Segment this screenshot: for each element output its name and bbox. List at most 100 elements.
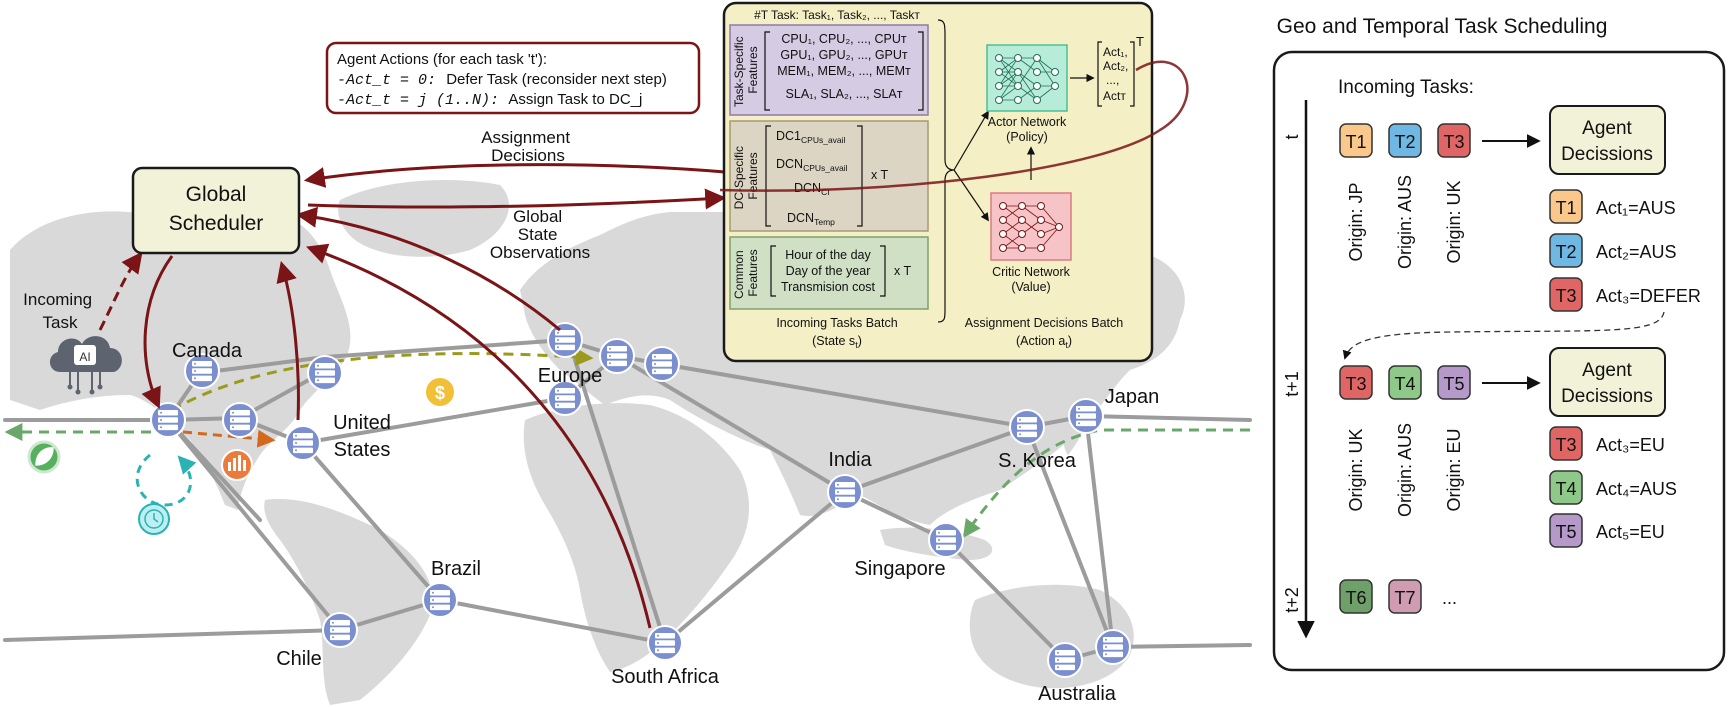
global-scheduler-box: Global Scheduler [131,166,301,255]
critic-network-label: Critic Network [992,265,1071,279]
datacenter-us-1 [222,402,258,438]
common-features-box [729,236,929,310]
datacenter-chile [322,612,358,648]
more-tasks-ellipsis: ... [1442,588,1457,608]
origin-t1: Origin: JP [1346,182,1366,261]
label-canada: Canada [172,340,243,362]
state-observations-arrow [307,188,727,210]
agent-decisions-box-2-line2: Decissions [1561,386,1653,407]
act-vector-1: Act₁, [1103,45,1128,59]
datacenter-brazil [422,582,458,618]
ai-icon-text: AI [79,350,90,364]
time-t2-label: t+2 [1282,587,1302,613]
scheduling-title: Geo and Temporal Task Scheduling [1277,15,1608,38]
global-scheduler-line1: Global [186,183,247,206]
datacenter-japan [1068,398,1104,434]
act-vector-dots: ..., [1106,73,1119,87]
australia-landmass [969,584,1134,689]
dollar-cost-icon: $ [424,376,456,408]
agent-decisions-box-1-line2: Decissions [1561,144,1653,165]
task-row-gpu: GPU₁, GPU₂, ..., GPUᴛ [780,48,908,62]
task-specific-side-label: Task-Specific Features [732,33,760,107]
svg-text:T2: T2 [1555,242,1576,262]
label-south-africa: South Africa [611,666,720,688]
task-chip-t5: T5 [1443,374,1464,394]
dc-row-2: DCNCPUs_avail [776,157,848,173]
migration-flow-olive [171,348,594,412]
datacenter-australia-2 [1095,629,1131,665]
task-row-sla: SLA₁, SLA₂, ..., SLAᴛ [786,87,903,101]
actor-policy-label: (Policy) [1006,130,1048,144]
datacenter-south-africa [647,625,683,661]
defer-loop-arrow [135,453,197,507]
label-europe: Europe [538,365,603,387]
critic-nn-graph [999,202,1063,252]
datacenter-singapore [928,522,964,558]
label-india: India [828,449,872,471]
global-scheduler-line2: Scheduler [169,212,264,235]
datacenter-skorea [1009,409,1045,445]
datacenter-us-3 [285,425,321,461]
assignment-decisions-arrow [303,163,726,188]
task-row-mem: MEM₁, MEM₂, ..., MEMᴛ [777,64,911,78]
state-label: (State st) [812,334,862,350]
decisions-batch-label: Assignment Decisions Batch [965,316,1123,330]
common-row-cost: Transmision cost [781,280,876,294]
origin-t5: Origin: EU [1444,428,1464,511]
location-labels: Canada United States Europe Japan S. Kor… [172,340,1159,705]
us-to-scheduler-arrow [276,260,300,421]
label-singapore: Singapore [854,558,945,580]
scheduling-panel: Geo and Temporal Task Scheduling Incomin… [1272,15,1726,672]
action-feedback-loop [719,60,1189,192]
ai-cloud-icon: AI [49,336,122,395]
common-row-hour: Hour of the day [785,248,871,262]
task-row-1: T1 T2 T3 Origin: JP Origin: AUS Origin: … [1339,105,1666,269]
label-australia: Australia [1038,683,1117,705]
decision2-act4: Act₄=AUS [1596,479,1677,499]
label-chile: Chile [276,648,322,670]
task-chip-t1: T1 [1345,132,1366,152]
label-us-1: United [333,412,391,434]
agent-decisions-box-2-line1: Agent [1582,360,1632,381]
decisions-1: T1 Act₁=AUS T2 Act₂=AUS T3 Act₃=DEFER [1549,189,1701,312]
dc-row-4: DCNTemp [787,211,835,227]
datacenter-europe-3 [644,346,680,382]
actor-network-label: Actor Network [988,115,1067,129]
observations-label: Global State Observations [490,207,590,262]
task-chip-t3: T3 [1443,132,1464,152]
defer-carryover-arrow [1342,311,1665,360]
scheduler-to-canada-arrow [141,255,174,409]
agent-actions-line2: -Act_t = j (1..N): Assign Task to DC_j [337,91,642,109]
bar-chart-load-icon [221,449,253,481]
act-vector-transpose: T [1136,34,1144,49]
task-row-3: T6 T7 ... [1339,579,1457,614]
actor-nn-graph [995,54,1059,104]
clock-icon [138,503,170,535]
svg-text:T5: T5 [1555,522,1576,542]
leaf-carbon-icon [27,440,61,474]
svg-text:T3: T3 [1555,435,1576,455]
agent-decisions-box-1-line1: Agent [1582,118,1632,139]
svg-text:$: $ [435,383,445,403]
label-brazil: Brazil [431,558,481,580]
africa-landmass [523,403,750,672]
common-features-side-label: Common Features [732,247,760,299]
label-japan: Japan [1105,386,1160,408]
label-us-2: States [334,439,391,461]
control-arrows [98,163,727,629]
svg-text:T1: T1 [1555,198,1576,218]
task-row-2: T3 T4 T5 Origin: UK Origin: AUS Origin: … [1339,347,1666,517]
task-chip-t2: T2 [1394,132,1415,152]
south-africa-to-scheduler-arrow [306,243,652,629]
svg-text:T4: T4 [1555,479,1576,499]
agent-actions-box: Agent Actions (for each task 't'): -Act_… [325,41,701,115]
task-chip-t6: T6 [1345,588,1366,608]
datacenter-europe-1 [547,322,583,358]
agent-actions-line1: -Act_t = 0: Defer Task (reconsider next … [337,71,667,89]
panel-title: #T Task: Task₁, Task₂, ..., Taskᴛ [754,8,920,22]
assignment-label: Assignment Decisions [481,128,575,165]
time-t1-label: t+1 [1282,371,1302,397]
decision-act2: Act₂=AUS [1596,242,1677,262]
incoming-tasks-label: Incoming Tasks: [1338,77,1474,98]
